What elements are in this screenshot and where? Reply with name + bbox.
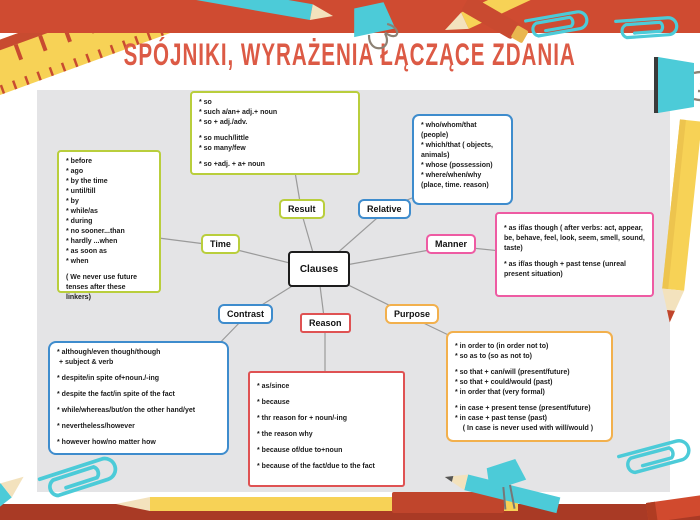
text-line: * so <box>199 99 212 106</box>
text-line: * no sooner...than <box>66 228 125 235</box>
node-box-contrast: * although/even though/though + subject … <box>48 341 229 455</box>
node-label-contrast: Contrast <box>218 304 274 324</box>
text-line: * despite the fact/in spite of the fact <box>57 391 175 398</box>
text-line: * while/whereas/but/on the other hand/ye… <box>57 407 196 414</box>
node-box-time: * before * ago * by the time * until/till * … <box>57 150 161 301</box>
text-line: * until/till <box>66 188 96 195</box>
text-line: * thr reason for + noun/-ing <box>257 415 348 422</box>
text-line: * hardly ...when <box>66 238 118 245</box>
text-line: * whose (possession) <box>421 162 493 169</box>
page-title: SPÓJNIKI, WYRAŻENIA ŁĄCZĄCE ZDANIA <box>123 38 577 73</box>
node-label-reason: Reason <box>300 313 351 333</box>
text-line: + subject & verb <box>57 359 114 366</box>
text-line: * the reason why <box>257 431 313 438</box>
text-line: * as soon as <box>66 248 107 255</box>
node-label-result: Result <box>279 199 325 219</box>
top-border-bar <box>0 0 700 33</box>
text-line: * so that + could/would (past) <box>455 379 553 386</box>
text-line: * despite/in spite of+noun./-ing <box>57 375 160 382</box>
text-line: * such a/an+ adj.+ noun <box>199 109 278 116</box>
text-line: * in order to (in order not to) <box>455 343 549 350</box>
text-line: * so as to (so as not to) <box>455 353 533 360</box>
text-line: * where/when/why (place, time. reason) <box>421 172 489 189</box>
text-line: * by <box>66 198 79 205</box>
text-line: * so +adj. + a+ noun <box>199 161 265 168</box>
text-line: * in case + past tense (past) <box>455 415 548 422</box>
node-box-result: * so * such a/an+ adj.+ noun * so + adj./a… <box>190 91 360 175</box>
text-line: * in order that (very formal) <box>455 389 545 396</box>
node-label-manner: Manner <box>426 234 477 254</box>
node-box-manner: * as if/as though ( after verbs: act, ap… <box>495 212 654 297</box>
text-line: * as if/as though ( after verbs: act, ap… <box>504 225 647 252</box>
text-line: * by the time <box>66 178 108 185</box>
node-box-purpose: * in order to (in order not to) * so as t… <box>446 331 613 442</box>
text-line: ( We never use future tenses after these… <box>66 274 140 301</box>
text-line: * nevertheless/however <box>57 423 135 430</box>
text-line: * as/since <box>257 383 290 390</box>
title-wrap: SPÓJNIKI, WYRAŻENIA ŁĄCZĄCE ZDANIA <box>0 38 700 73</box>
bottom-border-bar <box>0 504 700 520</box>
text-line: * so many/few <box>199 145 246 152</box>
text-line: * in case + present tense (present/futur… <box>455 405 591 412</box>
text-line: * as if/as though + past tense (unreal p… <box>504 261 628 278</box>
text-line: ( In case is never used with will/would … <box>455 425 594 432</box>
text-line: * because <box>257 399 290 406</box>
text-line: * while/as <box>66 208 98 215</box>
text-line: * because of/due to+noun <box>257 447 343 454</box>
text-line: * before <box>66 158 93 165</box>
center-node-clauses: Clauses <box>288 251 350 287</box>
node-label-time: Time <box>201 234 240 254</box>
text-line: * because of the fact/due to the fact <box>257 463 375 470</box>
node-label-purpose: Purpose <box>385 304 440 324</box>
text-line: * who/whom/that (people) <box>421 122 479 139</box>
text-line: * ago <box>66 168 84 175</box>
text-line: * so that + can/will (present/future) <box>455 369 570 376</box>
node-box-relative: * who/whom/that (people) * which/that ( o… <box>412 114 513 205</box>
node-box-reason: * as/since * because * thr reason for + no… <box>248 371 405 487</box>
text-line: * so + adj./adv. <box>199 119 248 126</box>
text-line: * although/even though/though <box>57 349 161 356</box>
mindmap-canvas: * so * such a/an+ adj.+ noun * so + adj./a… <box>37 90 670 492</box>
text-line: * however how/no matter how <box>57 439 156 446</box>
node-label-relative: Relative <box>358 199 411 219</box>
text-line: * which/that ( objects, animals) <box>421 142 495 159</box>
text-line: * during <box>66 218 93 225</box>
text-line: * so much/little <box>199 135 249 142</box>
text-line: * when <box>66 258 89 265</box>
